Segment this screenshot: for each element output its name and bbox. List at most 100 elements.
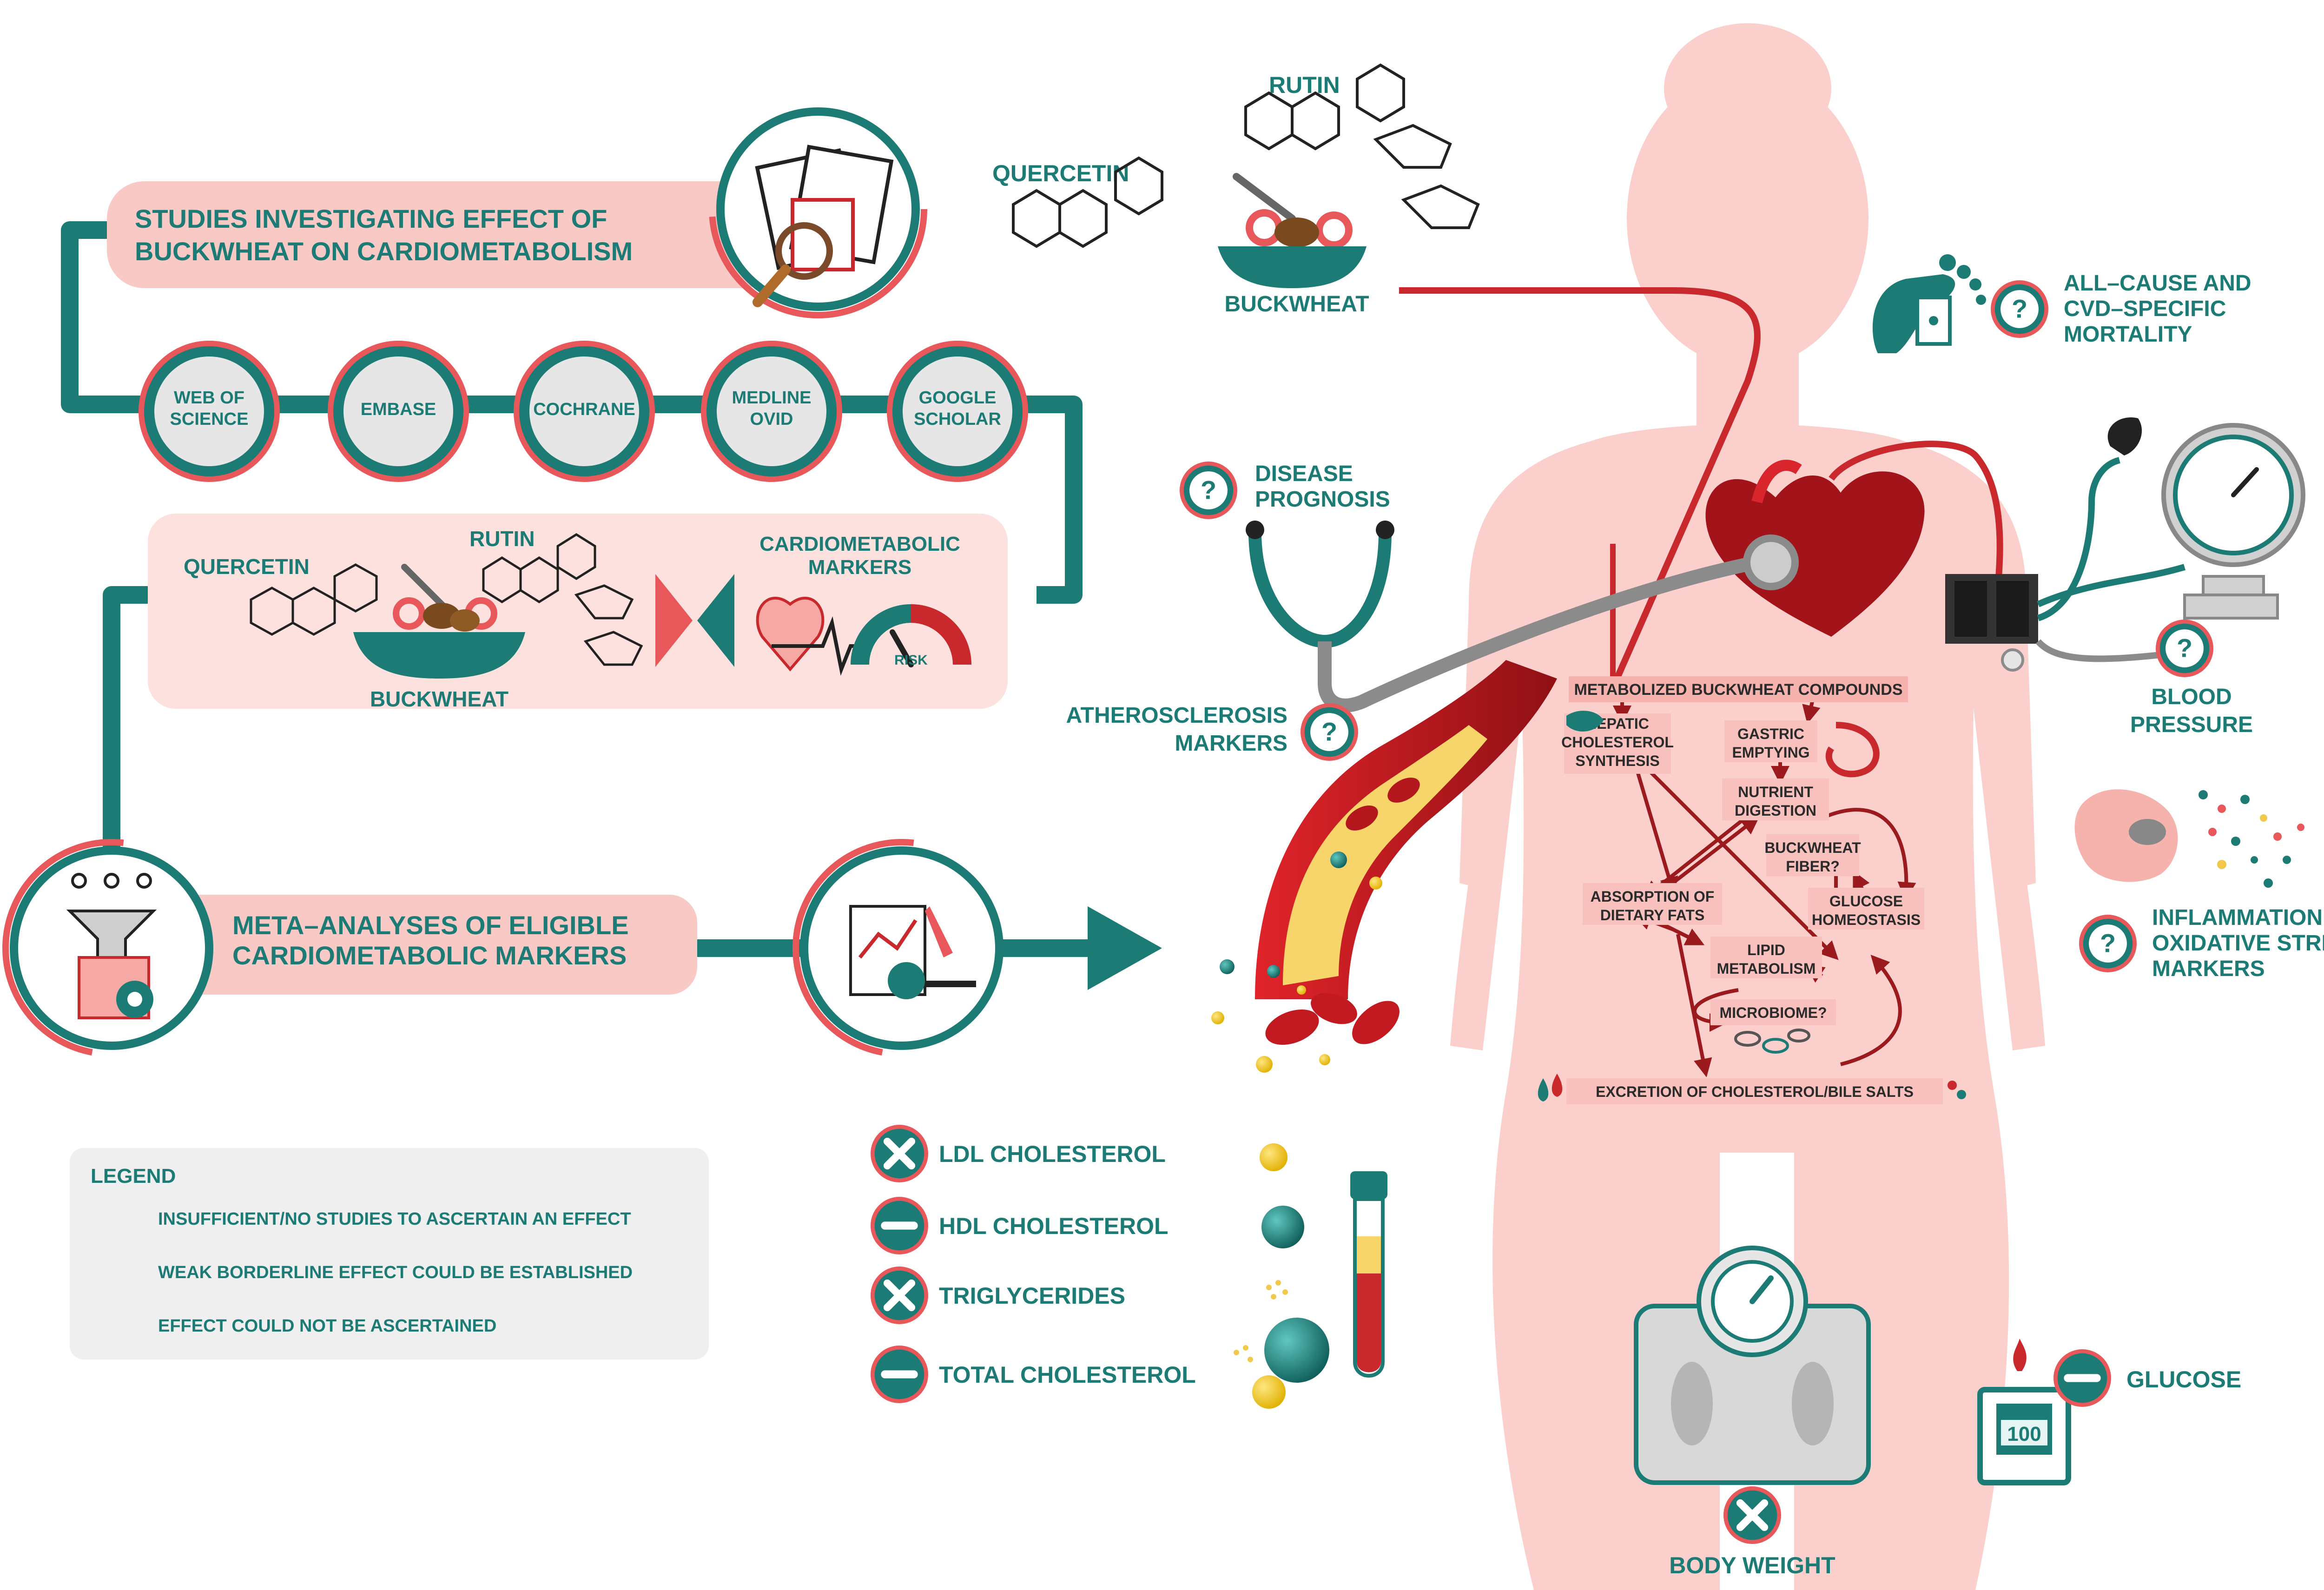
svg-text:OVID: OVID (750, 409, 793, 429)
microbiome-label: MICROBIOME? (1719, 1004, 1827, 1021)
lipid-label-tg: TRIGLYCERIDES (939, 1283, 1125, 1309)
disease-prognosis-line2: PROGNOSIS (1255, 487, 1390, 512)
hepatic-line3: SYNTHESIS (1575, 752, 1659, 769)
lipid-metabolism-box (1710, 937, 1822, 978)
blood-pressure-line1: BLOOD (2151, 685, 2232, 709)
mortality-question-icon: ? (1991, 280, 2048, 338)
excretion-box (1566, 1078, 1943, 1104)
database-medline-ovid: MEDLINE OVID (701, 341, 842, 482)
buckwheat-to-body-line (1399, 287, 1761, 689)
inflammation-line2: OXIDATIVE STRESS (2152, 931, 2324, 956)
mortality-line1: ALL–CAUSE AND (2064, 271, 2251, 296)
absorption-line2: DIETARY FATS (1600, 907, 1705, 924)
total-cholesterol-minus-icon (871, 1346, 928, 1403)
documents-magnifier-icon (709, 100, 927, 318)
artery-arm-line (1829, 441, 2003, 581)
body-weight-label: BODY WEIGHT (1669, 1552, 1835, 1578)
database-cochrane: COCHRANE (514, 341, 655, 482)
panel-arrow-right (697, 574, 734, 667)
glucose-label: GLUCOSE (2126, 1366, 2241, 1392)
svg-text:SCHOLAR: SCHOLAR (914, 409, 1001, 429)
microbiome-box (1710, 999, 1836, 1025)
blood-pressure-question-icon: ? (2156, 620, 2213, 677)
lipid-label-ldl: LDL CHOLESTEROL (939, 1141, 1166, 1167)
heart-illustration (1705, 460, 1925, 637)
blood-test-tube-icon (1350, 1171, 1387, 1378)
svg-text:WEB OF: WEB OF (174, 388, 244, 408)
stomach-icon (1825, 722, 1880, 778)
lipid-line1: LIPID (1747, 942, 1785, 958)
body-weight-x-icon (1723, 1486, 1781, 1544)
foot-tag-icon (1872, 254, 1986, 353)
panel-quercetin-molecule (250, 563, 378, 636)
metabolized-label: METABOLIZED BUCKWHEAT COMPOUNDS (1574, 681, 1902, 699)
legend-text-minus: EFFECT COULD NOT BE ASCERTAINED (158, 1316, 496, 1336)
cardio-markers-line1: CARDIOMETABOLIC (759, 533, 960, 555)
top-buckwheat-label: BUCKWHEAT (1224, 292, 1369, 317)
gastric-line2: EMPTYING (1732, 744, 1809, 761)
nutrient-box (1722, 779, 1829, 820)
svg-text:MEDLINE: MEDLINE (732, 388, 812, 408)
legend-box (70, 1148, 709, 1359)
triglycerides-x-icon (871, 1267, 928, 1324)
glucose-h-line1: GLUCOSE (1829, 893, 1903, 910)
top-quercetin-label: QUERCETIN (992, 160, 1129, 186)
svg-text:?: ? (1321, 717, 1337, 746)
atherosclerosis-question-icon: ? (1301, 703, 1358, 761)
drops-icon (1538, 1074, 1966, 1102)
lipid-label-hdl: HDL CHOLESTEROL (939, 1213, 1169, 1239)
svg-text:GOOGLE: GOOGLE (919, 388, 997, 408)
database-web-of-science: WEB OF SCIENCE (139, 341, 280, 482)
svg-text:?: ? (2177, 633, 2192, 663)
legend-text-question: INSUFFICIENT/NO STUDIES TO ASCERTAIN AN … (158, 1209, 631, 1229)
mortality-line2: CVD–SPECIFIC (2064, 297, 2226, 321)
inflammation-line1: INFLAMMATION AND (2152, 905, 2324, 930)
legend-text-x: WEAK BORDERLINE EFFECT COULD BE ESTABLIS… (158, 1263, 633, 1282)
ldl-x-icon (871, 1125, 928, 1182)
filter-gear-icon (2, 839, 221, 1057)
heart-ecg-risk-gauge-icon: RISK (756, 596, 971, 676)
blood-vessel-plaque (1211, 660, 1557, 1073)
nutrient-line1: NUTRIENT (1738, 784, 1813, 800)
glucose-h-line2: HOMEOSTASIS (1812, 911, 1921, 928)
legend-title: LEGEND (91, 1165, 176, 1188)
top-rutin-label: RUTIN (1269, 72, 1340, 98)
analysis-lab-icon (792, 839, 1011, 1057)
glucose-minus-icon (2053, 1349, 2111, 1407)
meter-reading: 100 (2007, 1423, 2041, 1445)
studies-title-line1: STUDIES INVESTIGATING EFFECT OF (135, 204, 607, 233)
hdl-minus-icon (871, 1197, 928, 1254)
mortality-line3: MORTALITY (2064, 322, 2192, 347)
panel-buckwheat-label: BUCKWHEAT (370, 687, 508, 711)
svg-text:?: ? (1201, 475, 1216, 505)
lipid-line2: METABOLISM (1717, 960, 1816, 977)
svg-text:?: ? (2100, 929, 2116, 958)
svg-text:COCHRANE: COCHRANE (533, 400, 635, 419)
top-rutin-molecule (1244, 63, 1480, 229)
blood-pressure-monitor-icon (1945, 417, 2305, 672)
absorption-line1: ABSORPTION OF (1591, 888, 1715, 905)
inflamed-cell-icon (2074, 789, 2178, 882)
risk-label: RISK (894, 653, 928, 668)
meta-title-line1: META–ANALYSES OF ELIGIBLE (232, 910, 629, 940)
panel-buckwheat-bowl-icon (353, 564, 525, 679)
panel-rutin-molecule (482, 533, 643, 666)
atherosclerosis-line1: ATHEROSCLEROSIS (1066, 703, 1287, 728)
database-circles: WEB OF SCIENCE EMBASE COCHRANE MEDLINE O… (139, 341, 1028, 482)
panel-arrow-left (655, 574, 693, 667)
fiber-line2: FIBER? (1786, 858, 1840, 875)
meta-panel (158, 895, 697, 995)
svg-text:SCIENCE: SCIENCE (170, 409, 249, 429)
stethoscope-icon (1246, 521, 1799, 713)
hepatic-line2: CHOLESTEROL (1561, 734, 1674, 751)
weighing-scale-icon (1634, 1246, 1871, 1485)
lipid-particles (1234, 1143, 1329, 1409)
inflammation-line3: MARKERS (2152, 957, 2265, 981)
disease-prognosis-question-icon: ? (1180, 462, 1237, 519)
gastric-line1: GASTRIC (1737, 726, 1804, 742)
blood-pressure-line2: PRESSURE (2130, 713, 2253, 737)
glucose-homeostasis-box (1808, 888, 1924, 930)
top-buckwheat-bowl-icon (1218, 173, 1367, 288)
disease-prognosis-line1: DISEASE (1255, 462, 1353, 486)
